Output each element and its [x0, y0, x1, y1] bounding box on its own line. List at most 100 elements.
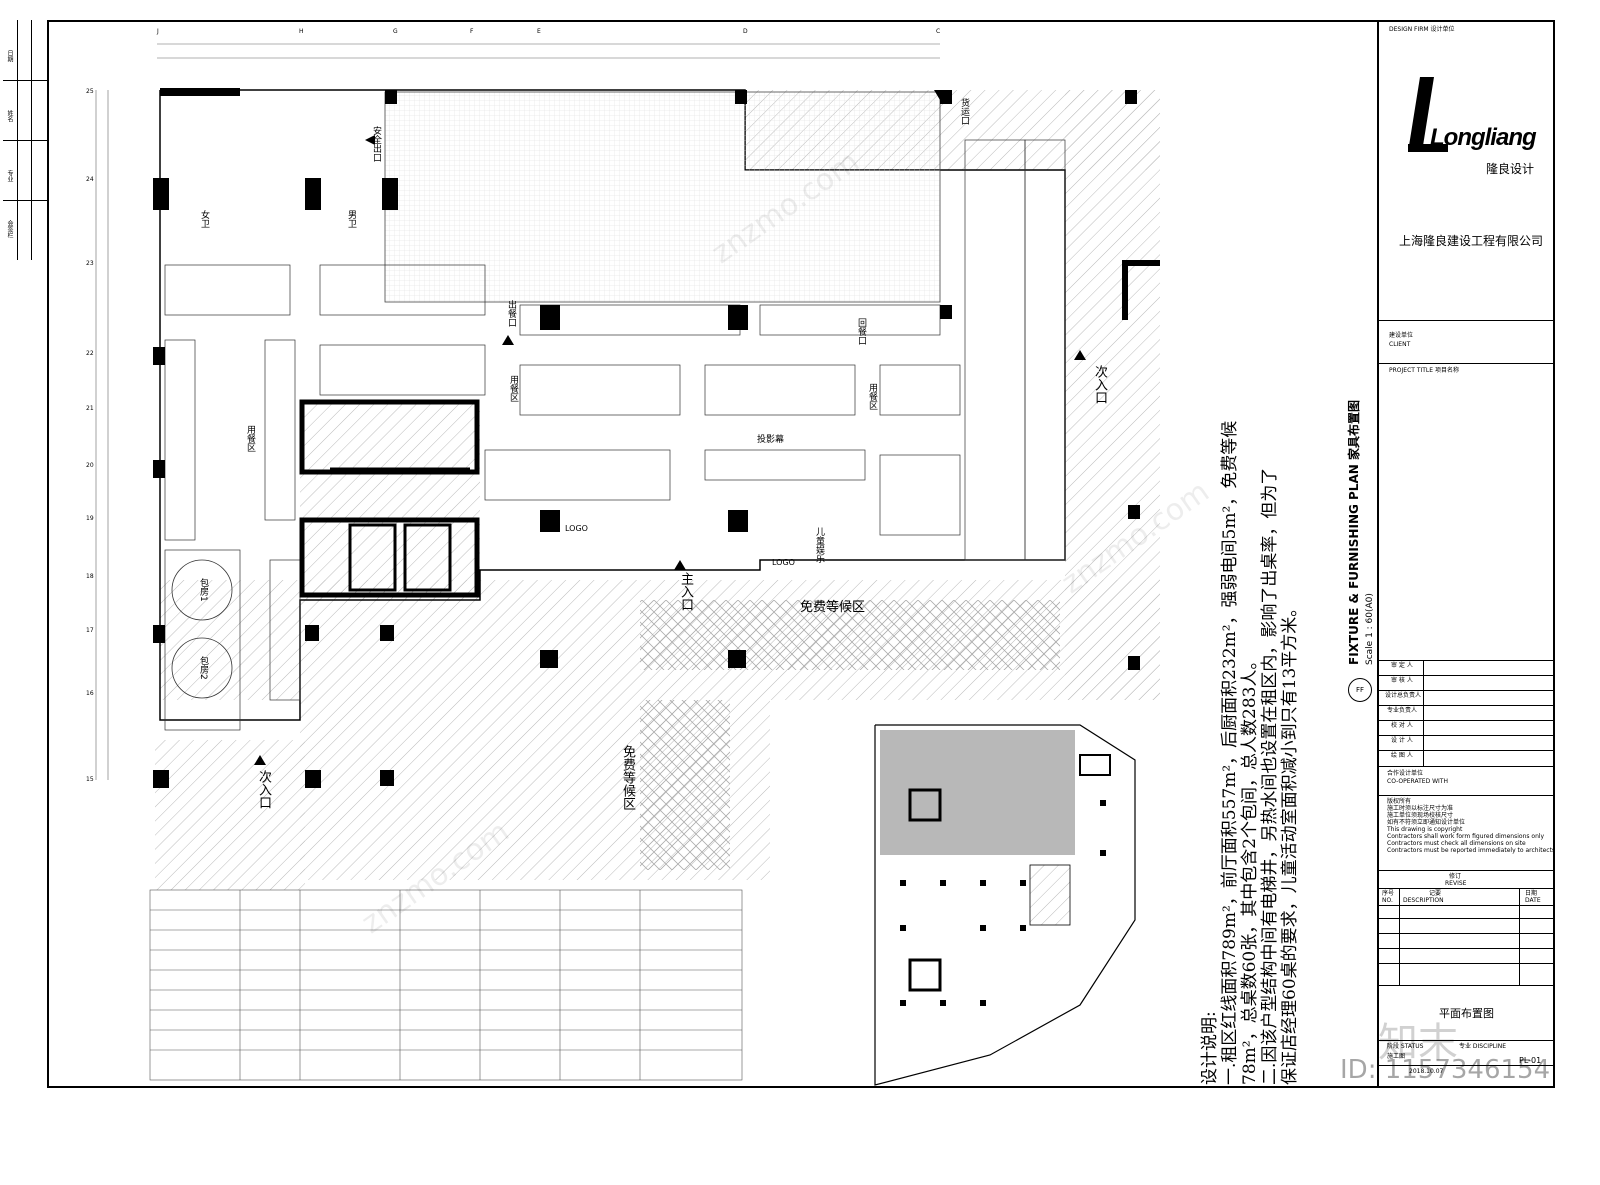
rev-col-desc: 记要	[1429, 890, 1442, 897]
drawing-code-circle: FF	[1348, 678, 1372, 702]
sheet-number: PL-01	[1519, 1056, 1542, 1065]
grid-row-24: 24	[86, 176, 94, 183]
rev-col-desc-en: DESCRIPTION	[1403, 897, 1444, 904]
label-secondary-entrance-left: 次入口	[256, 770, 271, 809]
copyright-line-4: 如有不符须立即通知设计单位	[1387, 819, 1466, 826]
signoff-countersign-label: 会签栏	[6, 220, 13, 238]
client-label: 建设单位	[1389, 332, 1414, 339]
label-dining-mid: 用餐区	[508, 375, 518, 402]
status-value: 施工图	[1387, 1053, 1406, 1060]
date-value: 2018.10.07	[1409, 1068, 1444, 1075]
rev-col-date-en: DATE	[1525, 897, 1541, 904]
revise-label: 修订	[1449, 873, 1462, 880]
label-waiting-area-1: 免费等候区	[800, 600, 866, 615]
drawing-scale: Scale 1 : 60(A0)	[1365, 593, 1375, 665]
design-notes-line-1: 一.租区红线面积789m²，前厅面积557m²，后厨面积232m²，强弱电间5m…	[1220, 420, 1240, 1085]
design-notes-line-2: 78m²，总桌数60张，其中包含2个包间，总人数283人。	[1240, 652, 1260, 1085]
design-notes: 设计说明: 一.租区红线面积789m²，前厅面积557m²，后厨面积232m²，…	[1200, 421, 1600, 1185]
design-notes-line-3: 二.因该户型结构中间有电梯井，另热水间也设置在租区内，影响了出桌率，但为了	[1260, 467, 1280, 1085]
revision-table: 序号 记要 日期 NO. DESCRIPTION DATE	[1379, 888, 1555, 985]
sheet-title: 平面布置图	[1439, 1007, 1494, 1020]
drawing-sheet-border	[47, 20, 1555, 1088]
label-male-wc: 男卫	[346, 210, 356, 228]
drawing-title-main: FIXTURE & FURNISHING PLAN 家具布置图	[1347, 400, 1361, 665]
logo-text: Longliang	[1430, 124, 1537, 151]
grid-row-18: 18	[86, 573, 94, 580]
grid-row-16: 16	[86, 690, 94, 697]
floor-plan	[95, 43, 1160, 1086]
design-firm-label: DESIGN FIRM 设计单位	[1389, 26, 1455, 33]
role-4: 专业负责人	[1387, 707, 1418, 714]
role-1: 审 定 人	[1391, 662, 1413, 669]
grid-col-j: J	[157, 28, 159, 35]
design-notes-title: 设计说明:	[1200, 1011, 1220, 1085]
label-kids: 儿童娱乐	[814, 527, 824, 563]
grid-row-23: 23	[86, 260, 94, 267]
grid-col-f: F	[470, 28, 474, 35]
grid-col-h: H	[299, 28, 304, 35]
copyright-line-1: 版权所有	[1387, 798, 1412, 805]
client-en-label: CLIENT	[1389, 341, 1411, 348]
label-return-dish: 回餐口	[856, 318, 866, 345]
grid-col-c: C	[936, 28, 941, 35]
left-signoff-strip: 日期 姓名 专业 会签栏	[3, 20, 48, 260]
label-female-wc: 女卫	[199, 210, 209, 228]
grid-col-e: E	[537, 28, 541, 35]
copyright-line-3: 施工单位须现场校核尺寸	[1387, 812, 1454, 819]
logo-subtext: 隆良设计	[1486, 162, 1535, 176]
company-logo: Longliang 隆良设计	[1400, 72, 1550, 182]
role-3: 设计总负责人	[1385, 692, 1422, 699]
copyright-notes: 版权所有 施工时须以标注尺寸为准 施工单位须现场校核尺寸 如有不符须立即通知设计…	[1387, 798, 1555, 854]
label-secondary-entrance-right: 次入口	[1092, 365, 1107, 404]
discipline-label: 专业 DISCIPLINE	[1459, 1043, 1507, 1050]
project-title-label: PROJECT TITLE 项目名称	[1389, 367, 1459, 374]
label-waiting-area-2: 免费等候区	[620, 745, 635, 810]
copyright-line-5: This drawing is copyright	[1387, 826, 1463, 833]
grid-row-21: 21	[86, 405, 94, 412]
signoff-name-label: 姓名	[6, 110, 13, 122]
grid-row-25: 25	[86, 88, 94, 95]
label-cargo-exit: 货运口	[959, 98, 969, 125]
label-projection: 投影幕	[757, 435, 785, 445]
label-room2: 包房2	[198, 656, 208, 680]
signoff-date-label: 日期	[6, 50, 13, 62]
rev-col-no: 序号	[1382, 890, 1395, 897]
grid-col-g: G	[393, 28, 398, 35]
site-key-plan	[874, 724, 1136, 1086]
grid-row-15: 15	[86, 776, 94, 783]
copyright-line-7: Contractors must check all dimensions on…	[1387, 840, 1526, 847]
watermark-id: ID: 1157346154	[1340, 1055, 1551, 1085]
role-7: 绘 图 人	[1391, 752, 1413, 759]
label-exit-meal: 出餐口	[506, 300, 516, 327]
copyright-line-8: Contractors must be reported immediately…	[1387, 847, 1556, 854]
cooperated-label: 合作设计单位	[1387, 770, 1424, 777]
title-block: DESIGN FIRM 设计单位 上海隆良建设工程有限公司 建设单位 CLIEN…	[1377, 20, 1555, 1088]
role-6: 设 计 人	[1391, 737, 1413, 744]
copyright-line-2: 施工时须以标注尺寸为准	[1387, 805, 1454, 812]
logo-mark	[1408, 77, 1448, 152]
grid-col-d: D	[743, 28, 748, 35]
grid-row-22: 22	[86, 350, 94, 357]
schedule-table	[149, 889, 743, 1081]
role-2: 审 核 人	[1391, 677, 1413, 684]
label-main-entrance: 主入口	[678, 572, 693, 611]
role-5: 校 对 人	[1391, 722, 1413, 729]
label-logo-2: LOGO	[772, 558, 795, 567]
copyright-line-6: Contractors shall work form figured dime…	[1387, 833, 1545, 840]
label-dining-right: 用餐区	[867, 383, 877, 410]
grid-row-20: 20	[86, 462, 94, 469]
label-safe-exit: 安全出口	[371, 126, 381, 162]
grid-row-17: 17	[86, 627, 94, 634]
label-logo-1: LOGO	[565, 524, 588, 533]
company-name: 上海隆良建设工程有限公司	[1399, 234, 1544, 248]
roles-table: 审 定 人 审 核 人 设计总负责人 专业负责人 校 对 人 设 计 人 绘 图…	[1379, 660, 1555, 766]
watermark-brand: 知末	[1378, 1020, 1458, 1066]
status-label: 阶段 STATUS	[1387, 1043, 1424, 1050]
rev-col-no-en: NO.	[1382, 897, 1393, 904]
rev-col-date: 日期	[1525, 890, 1538, 897]
label-room1: 包房1	[198, 578, 208, 602]
revise-en-label: REVISE	[1445, 880, 1467, 887]
drawing-code: FF	[1355, 686, 1365, 694]
cooperated-en-label: CO-OPERATED WITH	[1387, 778, 1448, 785]
signoff-discipline-label: 专业	[6, 170, 13, 182]
